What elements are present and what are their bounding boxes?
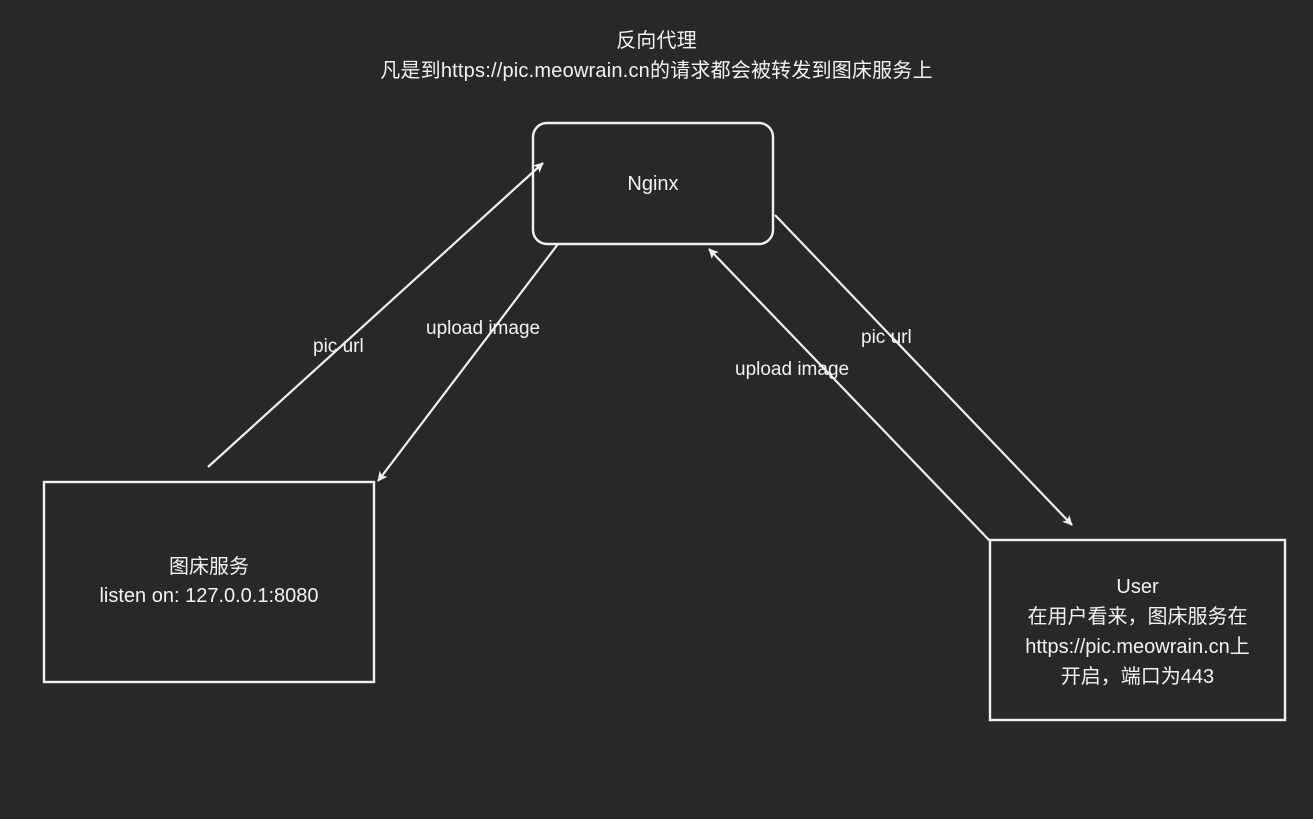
node-nginx-box <box>531 121 775 246</box>
edge-pic-url-left <box>207 162 544 468</box>
node-user-label-line-3: https://pic.meowrain.cn上 <box>1025 636 1250 658</box>
edge-upload-image-left <box>377 243 559 482</box>
node-user-label-line-4: 开启，端口为443 <box>1060 666 1215 688</box>
edge-label-upload-image-left: upload image <box>426 318 541 339</box>
node-user-label: User 在用户看来，图床服务在 https://pic.meowrain.cn… <box>990 572 1285 692</box>
node-nginx-label-line-1: Nginx <box>627 173 679 195</box>
diagram-title: 反向代理 凡是到https://pic.meowrain.cn的请求都会被转发到… <box>0 26 1313 86</box>
node-user-label-line-2: 在用户看来，图床服务在 <box>1027 606 1248 628</box>
diagram-title-line-2: 凡是到https://pic.meowrain.cn的请求都会被转发到图床服务上 <box>380 60 933 82</box>
node-user-label-line-1: User <box>1116 576 1159 598</box>
node-user-box <box>988 538 1287 722</box>
node-image-service-label-line-2: listen on: 127.0.0.1:8080 <box>99 585 319 607</box>
edge-pic-url-right <box>774 214 1073 526</box>
diagram-title-line-1: 反向代理 <box>616 30 697 52</box>
edge-label-upload-image-right: upload image <box>735 359 850 380</box>
node-image-service-label-line-1: 图床服务 <box>169 556 249 578</box>
node-image-service-box <box>42 480 376 684</box>
edge-label-pic-url-right: pic url <box>861 327 912 348</box>
edge-label-pic-url-left: pic url <box>313 336 364 357</box>
node-image-service-label: 图床服务 listen on: 127.0.0.1:8080 <box>44 553 374 611</box>
edge-upload-image-right <box>708 248 991 542</box>
node-nginx-label: Nginx <box>533 170 773 199</box>
